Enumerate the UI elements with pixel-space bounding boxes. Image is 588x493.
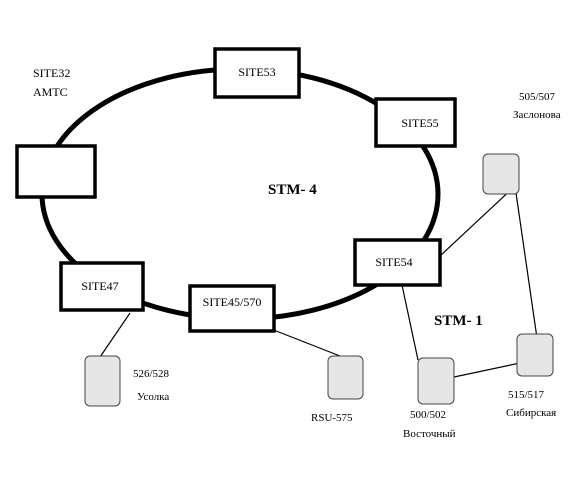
rsu-usolka-id: 526/528 [133, 368, 170, 380]
site4570-box [188, 284, 276, 333]
site47-label: SITE47 [81, 279, 118, 293]
node-site53: SITE53 [213, 47, 301, 99]
rsu-usolka-name: Усолка [137, 391, 169, 403]
rsu-vostochny-box [417, 357, 455, 405]
rsu-zaslonova: 505/507 Заслонова [482, 91, 561, 195]
rsu-usolka: 526/528 Усолка [84, 355, 170, 407]
site32-subtitle: АМТС [33, 85, 68, 99]
rsu-usolka-box [84, 355, 121, 407]
site54-box [353, 238, 442, 287]
rsu-sibirskaya-name: Сибирская [506, 407, 556, 419]
rsu-575: RSU-575 [311, 355, 364, 424]
site32-name: SITE32 [33, 66, 70, 80]
rsu-zaslonova-name: Заслонова [513, 109, 561, 121]
node-site55: SITE55 [374, 97, 457, 148]
site4570-label: SITE45/570 [203, 295, 262, 309]
links [97, 185, 539, 378]
rsu-vostochny-id: 500/502 [410, 409, 446, 421]
site55-label: SITE55 [401, 116, 438, 130]
link-site47-usolka [97, 312, 131, 361]
rsu-zaslonova-id: 505/507 [519, 91, 556, 103]
rsu-zaslonova-box [482, 153, 520, 195]
site32-box [15, 144, 97, 199]
link-site54-zaslonova [439, 185, 516, 257]
rsu-575-id: RSU-575 [311, 412, 353, 424]
link-site54-vostochny [401, 284, 419, 361]
node-site54: SITE54 [353, 238, 442, 287]
rsu-sibirskaya: 515/517 Сибирская [506, 333, 556, 419]
stm4-label: STM- 4 [268, 182, 317, 198]
site54-label: SITE54 [375, 255, 412, 269]
stm1-label: STM- 1 [434, 313, 483, 329]
node-site47: SITE47 [59, 261, 145, 312]
rsu-sibirskaya-box [516, 333, 554, 377]
rsu-vostochny-name: Восточный [403, 428, 456, 440]
node-site4570: SITE45/570 [188, 284, 276, 333]
node-site32: SITE32 АМТС [15, 66, 97, 199]
site47-box [59, 261, 145, 312]
site55-box [374, 97, 457, 148]
rsu-sibirskaya-id: 515/517 [508, 389, 545, 401]
link-zaslonova-sibirskaya [514, 185, 539, 346]
rsu-vostochny: 500/502 Восточный [403, 357, 456, 440]
link-site4570-rsu575 [265, 326, 341, 357]
link-vostochny-sibirskaya [453, 362, 521, 378]
rsu-575-box [327, 355, 364, 400]
site53-label: SITE53 [238, 65, 275, 79]
site53-box [213, 47, 301, 99]
